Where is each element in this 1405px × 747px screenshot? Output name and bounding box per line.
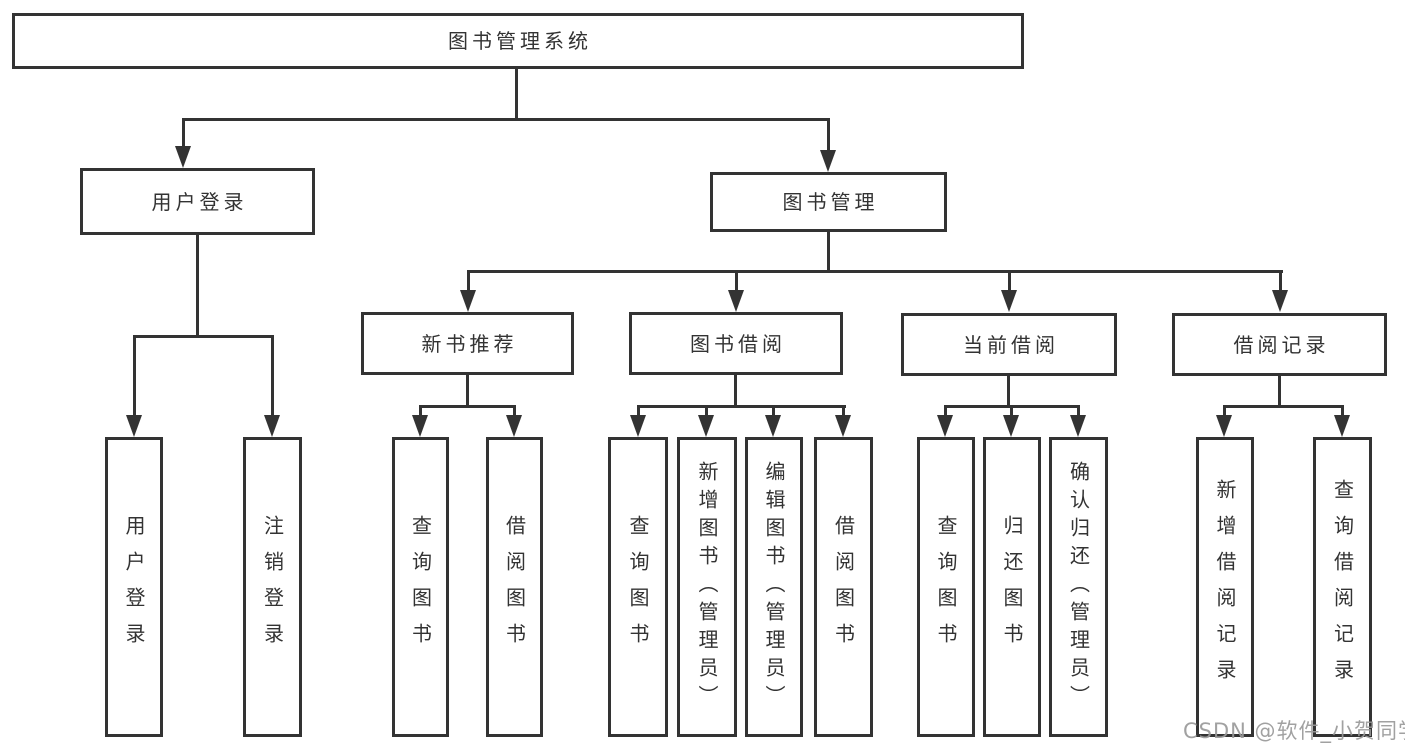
node-leaf-nb-query-books: 查询图书: [392, 437, 449, 737]
node-leaf-cb-return-books-label: 归还图书: [1000, 515, 1024, 659]
arrowhead-to-book-management: [820, 150, 836, 172]
connector-branch-br-query: [1341, 405, 1344, 415]
node-leaf-cb-return-books: 归还图书: [983, 437, 1041, 737]
node-current-borrowing-label: 当前借阅: [963, 332, 1059, 357]
connector-root-branch-book-management: [827, 118, 830, 150]
node-leaf-br-query-record-label: 查询借阅记录: [1330, 479, 1355, 695]
connector-book-management-stem: [827, 232, 830, 270]
connector-root-stem: [515, 69, 518, 118]
connector-book-borrowing-rail: [637, 405, 846, 408]
arrowhead-to-cb-query: [937, 415, 953, 437]
arrowhead-to-book-borrowing: [728, 290, 744, 312]
connector-branch-nb-query: [419, 405, 422, 415]
connector-branch-cb-query: [944, 405, 947, 415]
node-leaf-logout-label: 注销登录: [260, 515, 285, 659]
node-root: 图书管理系统: [12, 13, 1024, 69]
node-leaf-br-add-record: 新增借阅记录: [1196, 437, 1254, 737]
connector-branch-bb-add: [705, 405, 708, 415]
node-book-management: 图书管理: [710, 172, 947, 232]
arrowhead-to-br-add: [1216, 415, 1232, 437]
connector-branch-current-borrowing: [1008, 270, 1011, 290]
connector-borrowing-records-rail: [1223, 405, 1344, 408]
node-leaf-bb-add-books-admin: 新增图书（管理员）: [677, 437, 737, 737]
node-borrowing-records-label: 借阅记录: [1233, 332, 1330, 357]
node-book-management-label: 图书管理: [782, 190, 879, 214]
connector-new-book-recommend-rail: [419, 405, 516, 408]
connector-borrowing-records-stem: [1278, 376, 1281, 405]
connector-branch-leaf-user-login: [133, 335, 136, 415]
arrowhead-to-cb-confirm: [1070, 415, 1086, 437]
connector-branch-bb-borrow: [842, 405, 845, 415]
node-leaf-nb-borrow-books-label: 借阅图书: [502, 515, 527, 659]
connector-current-borrowing-stem: [1007, 376, 1010, 405]
node-leaf-cb-confirm-return-admin-label: 确认归还（管理员）: [1066, 461, 1091, 713]
arrowhead-to-bb-borrow: [835, 415, 851, 437]
node-leaf-nb-query-books-label: 查询图书: [408, 515, 433, 659]
node-leaf-bb-edit-books-admin-label: 编辑图书（管理员）: [762, 461, 786, 713]
connector-book-management-rail: [467, 270, 1283, 273]
node-user-login: 用户登录: [80, 168, 315, 235]
arrowhead-to-current-borrowing: [1001, 290, 1017, 312]
connector-book-borrowing-stem: [734, 375, 737, 405]
node-leaf-cb-query-books-label: 查询图书: [934, 515, 958, 659]
connector-branch-nb-borrow: [513, 405, 516, 415]
arrowhead-to-cb-return: [1003, 415, 1019, 437]
arrowhead-to-bb-edit: [765, 415, 781, 437]
node-leaf-bb-query-books-label: 查询图书: [626, 515, 650, 659]
node-leaf-cb-confirm-return-admin: 确认归还（管理员）: [1049, 437, 1108, 737]
node-leaf-br-add-record-label: 新增借阅记录: [1213, 479, 1237, 695]
node-current-borrowing: 当前借阅: [901, 313, 1117, 376]
node-leaf-bb-borrow-books-label: 借阅图书: [831, 515, 856, 659]
node-new-book-recommend: 新书推荐: [361, 312, 574, 375]
node-leaf-user-login: 用户登录: [105, 437, 163, 737]
connector-branch-cb-confirm: [1077, 405, 1080, 415]
node-leaf-bb-borrow-books: 借阅图书: [814, 437, 873, 737]
node-root-label: 图书管理系统: [448, 29, 592, 53]
node-book-borrowing: 图书借阅: [629, 312, 843, 375]
node-book-borrowing-label: 图书借阅: [690, 331, 786, 356]
arrowhead-to-nb-query: [412, 415, 428, 437]
connector-branch-leaf-logout: [271, 335, 274, 415]
node-leaf-cb-query-books: 查询图书: [917, 437, 975, 737]
node-leaf-bb-query-books: 查询图书: [608, 437, 668, 737]
node-leaf-nb-borrow-books: 借阅图书: [486, 437, 543, 737]
arrowhead-to-bb-query: [630, 415, 646, 437]
connector-user-login-stem: [196, 235, 199, 335]
arrowhead-to-bb-add: [698, 415, 714, 437]
node-leaf-bb-add-books-admin-label: 新增图书（管理员）: [695, 461, 719, 713]
node-borrowing-records: 借阅记录: [1172, 313, 1387, 376]
node-leaf-br-query-record: 查询借阅记录: [1313, 437, 1372, 737]
arrowhead-to-br-query: [1334, 415, 1350, 437]
node-new-book-recommend-label: 新书推荐: [421, 331, 518, 356]
arrowhead-to-borrowing-records: [1272, 290, 1288, 312]
connector-new-book-recommend-stem: [466, 375, 469, 405]
arrowhead-to-nb-borrow: [506, 415, 522, 437]
node-leaf-bb-edit-books-admin: 编辑图书（管理员）: [745, 437, 803, 737]
arrowhead-to-user-login: [175, 146, 191, 168]
connector-user-login-rail: [133, 335, 274, 338]
connector-branch-br-add: [1223, 405, 1226, 415]
node-user-login-label: 用户登录: [151, 189, 248, 214]
arrowhead-to-leaf-logout: [264, 415, 280, 437]
arrowhead-to-leaf-user-login: [126, 415, 142, 437]
node-leaf-user-login-label: 用户登录: [122, 515, 146, 659]
connector-root-branch-user-login: [182, 118, 185, 146]
connector-branch-cb-return: [1010, 405, 1013, 415]
connector-branch-book-borrowing: [735, 270, 738, 290]
arrowhead-to-new-book-recommend: [460, 290, 476, 312]
csdn-watermark: CSDN @软件_小贺同学: [1183, 719, 1405, 743]
connector-branch-borrowing-records: [1279, 270, 1282, 290]
connector-branch-bb-query: [637, 405, 640, 415]
connector-branch-new-book-recommend: [467, 270, 470, 290]
connector-branch-bb-edit: [772, 405, 775, 415]
connector-root-rail: [183, 118, 829, 121]
node-leaf-logout: 注销登录: [243, 437, 302, 737]
